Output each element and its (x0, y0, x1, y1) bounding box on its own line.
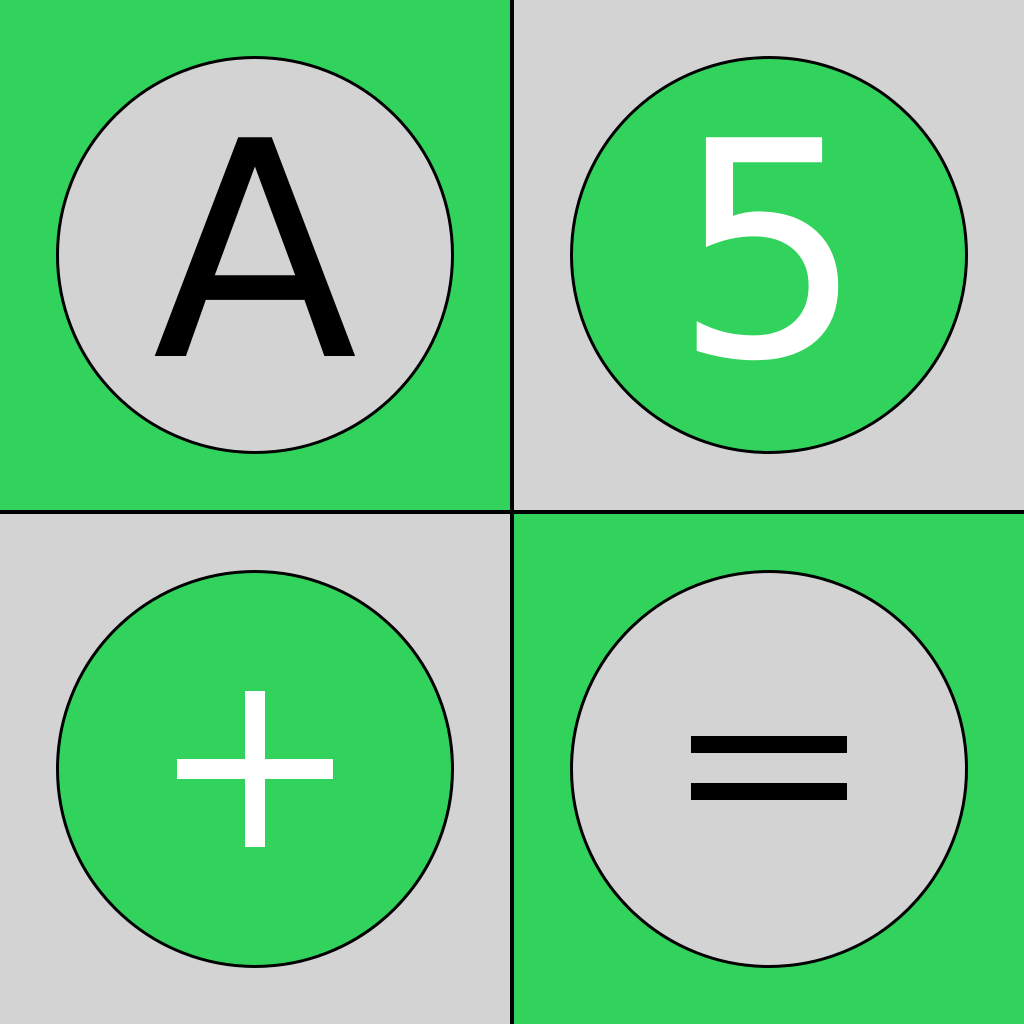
equals-bottom-bar (691, 783, 847, 800)
tile-a-circle[interactable]: A (56, 56, 454, 454)
equals-top-bar (691, 736, 847, 753)
tile-5-circle[interactable]: 5 (570, 56, 968, 454)
tile-bottom-left (0, 514, 510, 1024)
letter-a-icon: A (152, 78, 358, 427)
tile-equals-circle[interactable] (570, 570, 968, 968)
digit-five-icon: 5 (673, 78, 865, 427)
plus-icon (177, 691, 333, 847)
equals-icon (691, 736, 847, 802)
tile-top-left: A (0, 0, 510, 510)
plus-vertical-bar (245, 691, 265, 847)
tile-top-right: 5 (514, 0, 1024, 510)
tile-bottom-right (514, 514, 1024, 1024)
tile-plus-circle[interactable] (56, 570, 454, 968)
